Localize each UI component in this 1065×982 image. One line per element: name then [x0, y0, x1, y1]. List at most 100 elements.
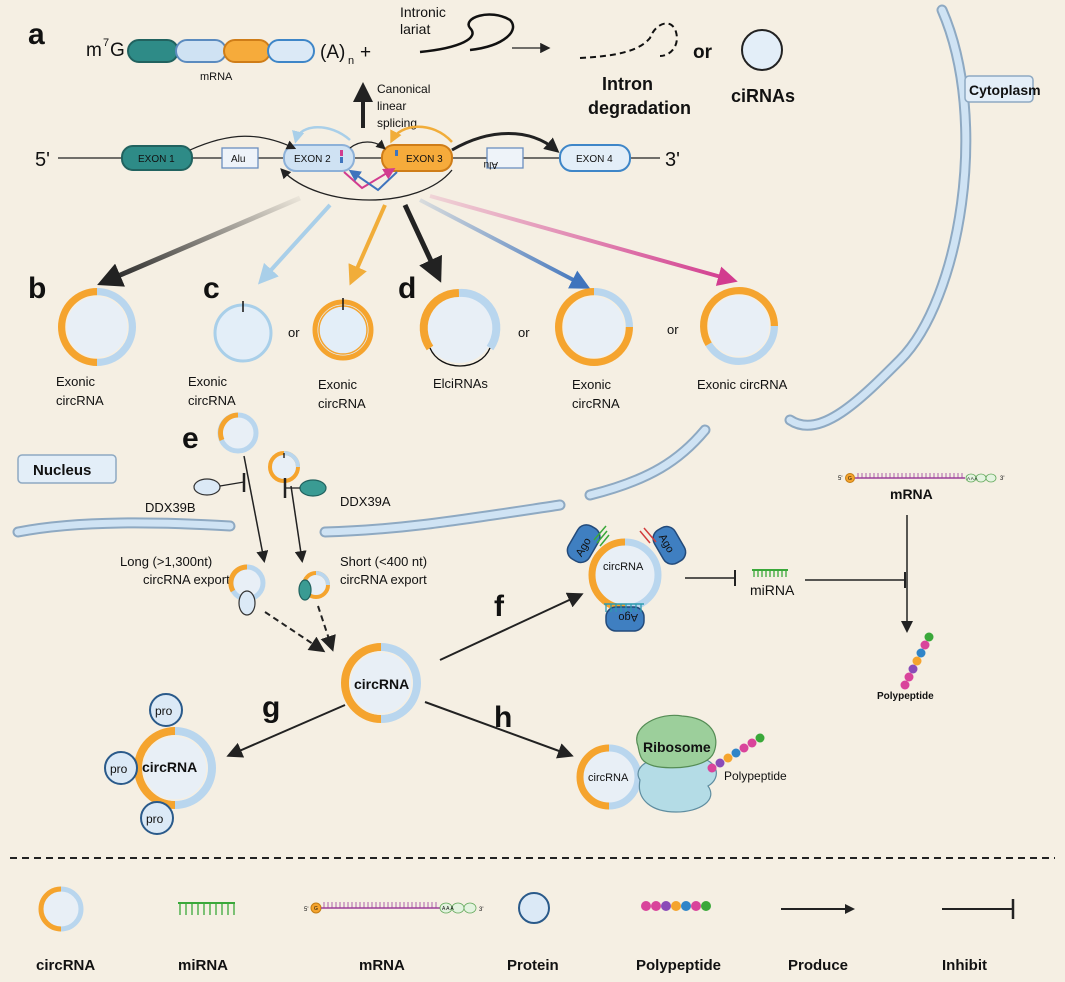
five-prime-label: 5' [35, 149, 50, 171]
panel-g-circrna-label: circRNA [142, 759, 197, 775]
pro-label-top: pro [155, 704, 173, 718]
long-export-line1: Long (>1,300nt) [120, 554, 212, 569]
panel-h-circrna-label: circRNA [588, 772, 629, 784]
biogenesis-arrows [97, 194, 738, 289]
tr-cap: G [848, 476, 852, 482]
panel-d-or-1: or [518, 325, 530, 340]
legend-mrna-polya: A A A [442, 906, 454, 912]
legend-polypeptide-symbol [641, 901, 711, 911]
cytoplasm-mrna-translation: 5' G A A A 3' mRNA Polypeptide [838, 473, 1004, 702]
panel-d-right-label: Exonic circRNA [697, 377, 788, 392]
panel-f-mirna-sponge: circRNA Ago Ago Ago miRNA [566, 524, 906, 632]
arrow-to-f [439, 592, 584, 661]
central-circrna: circRNA [341, 643, 421, 723]
alu-left-label: Alu [231, 154, 245, 165]
or-label-a: or [693, 42, 713, 63]
panel-c-left-line2: circRNA [188, 393, 236, 408]
cap-g: G [110, 40, 125, 61]
ribosome-large-subunit [636, 714, 717, 769]
pro-protein-bottom [140, 801, 174, 835]
splicing-label-line3: splicing [377, 116, 417, 130]
nucleus-tag [17, 454, 117, 484]
panel-d-eicirnas: ElciRNAs [433, 376, 488, 391]
panel-h-translation: Ribosome circRNA Polypeptide [576, 714, 787, 813]
ddx39a-protein [299, 479, 327, 497]
panel-h-polypeptide-label: Polypeptide [724, 769, 787, 783]
cap-superscript: 7 [103, 37, 109, 49]
arrow-to-h [424, 701, 574, 759]
degradation-label-line1: Intron [602, 74, 653, 94]
splicing-label-line2: linear [377, 99, 406, 113]
pro-label-bottom: pro [146, 812, 164, 826]
mrna-exon-1 [127, 39, 179, 63]
cirnas-label: ciRNAs [731, 86, 795, 106]
exon-2 [283, 144, 355, 172]
legend-polypeptide: Polypeptide [636, 957, 721, 974]
tr-three-prime: 3' [1000, 476, 1004, 482]
panel-d-or-2: or [667, 322, 679, 337]
legend-mrna-three: 3' [479, 907, 483, 913]
ddx39b-protein [193, 478, 221, 496]
legend-mrna-symbol: 5' G A A A 3' [304, 902, 483, 914]
panel-g-protein-sponge: circRNA pro pro pro [104, 693, 216, 835]
panel-label-a: a [28, 18, 45, 51]
panel-d-mid-line1: Exonic [572, 377, 612, 392]
exon-3-label: EXON 3 [406, 154, 443, 165]
panel-label-c: c [203, 272, 220, 305]
panel-label-b: b [28, 272, 46, 305]
ddx39a-label: DDX39A [340, 494, 391, 509]
legend-mrna-five: 5' [304, 907, 308, 913]
polya-subscript: n [348, 55, 354, 67]
pro-protein-left [104, 751, 138, 785]
cytoplasm-label: Cytoplasm [969, 82, 1041, 98]
splicing-label-line1: Canonical [377, 82, 430, 96]
degradation-label-line2: degradation [588, 98, 691, 118]
degraded-intron [579, 22, 678, 59]
panel-b-label-line2: circRNA [56, 393, 104, 408]
alu-right-label: Alu [484, 159, 498, 170]
mrna-exon-2 [175, 39, 227, 63]
panel-b-exonic-circrna: Exonic circRNA [56, 288, 136, 408]
tr-polypeptide-chain [900, 632, 934, 690]
panel-label-e: e [182, 422, 199, 455]
short-export-line1: Short (<400 nt) [340, 554, 427, 569]
ago-label-bottom: Ago [618, 611, 638, 623]
free-mirna [752, 569, 788, 577]
mrna-exon-4 [267, 39, 315, 63]
plus-sign: + [360, 42, 371, 63]
panel-c-right-line1: Exonic [318, 377, 358, 392]
panel-c-left-line1: Exonic [188, 374, 228, 389]
legend: circRNA miRNA 5' G A A A 3' mRNA Protein [36, 886, 1015, 974]
cirna-circle [741, 29, 783, 71]
panel-label-g: g [262, 691, 280, 724]
legend-circrna: circRNA [36, 957, 95, 974]
panel-b-label-line1: Exonic [56, 374, 96, 389]
pre-mrna: 5' 3' EXON 1 Alu EXON 2 EXON 3 Alu EXON … [35, 125, 680, 201]
long-export-line2: circRNA export [143, 572, 230, 587]
legend-protein-symbol [518, 892, 550, 924]
panel-f-mirna-label: miRNA [750, 582, 795, 598]
tr-five-prime: 5' [838, 476, 842, 482]
panel-label-d: d [398, 272, 416, 305]
pro-protein-top [149, 693, 183, 727]
three-prime-label: 3' [665, 149, 680, 171]
pro-label-left: pro [110, 762, 128, 776]
legend-mirna: miRNA [178, 957, 228, 974]
tr-mrna-label: mRNA [890, 486, 933, 502]
exon-4 [559, 144, 631, 172]
polya-tail: (A) [320, 42, 345, 63]
nucleus-membrane [12, 499, 566, 538]
exon-1 [121, 145, 193, 171]
exon-2-label: EXON 2 [294, 154, 331, 165]
panel-h-polypeptide-chain [707, 733, 765, 773]
exon-3 [381, 144, 453, 172]
cytoplasm-tag [964, 75, 1034, 103]
legend-mrna: mRNA [359, 957, 405, 974]
panel-e-nuclear-export: DDX39B DDX39A Long (>1,300nt) circRNA ex… [120, 412, 427, 653]
legend-inhibit: Inhibit [942, 957, 987, 974]
ribosome-label: Ribosome [643, 739, 711, 755]
legend-protein: Protein [507, 957, 559, 974]
exon-4-label: EXON 4 [576, 154, 613, 165]
panel-label-f: f [494, 590, 505, 623]
